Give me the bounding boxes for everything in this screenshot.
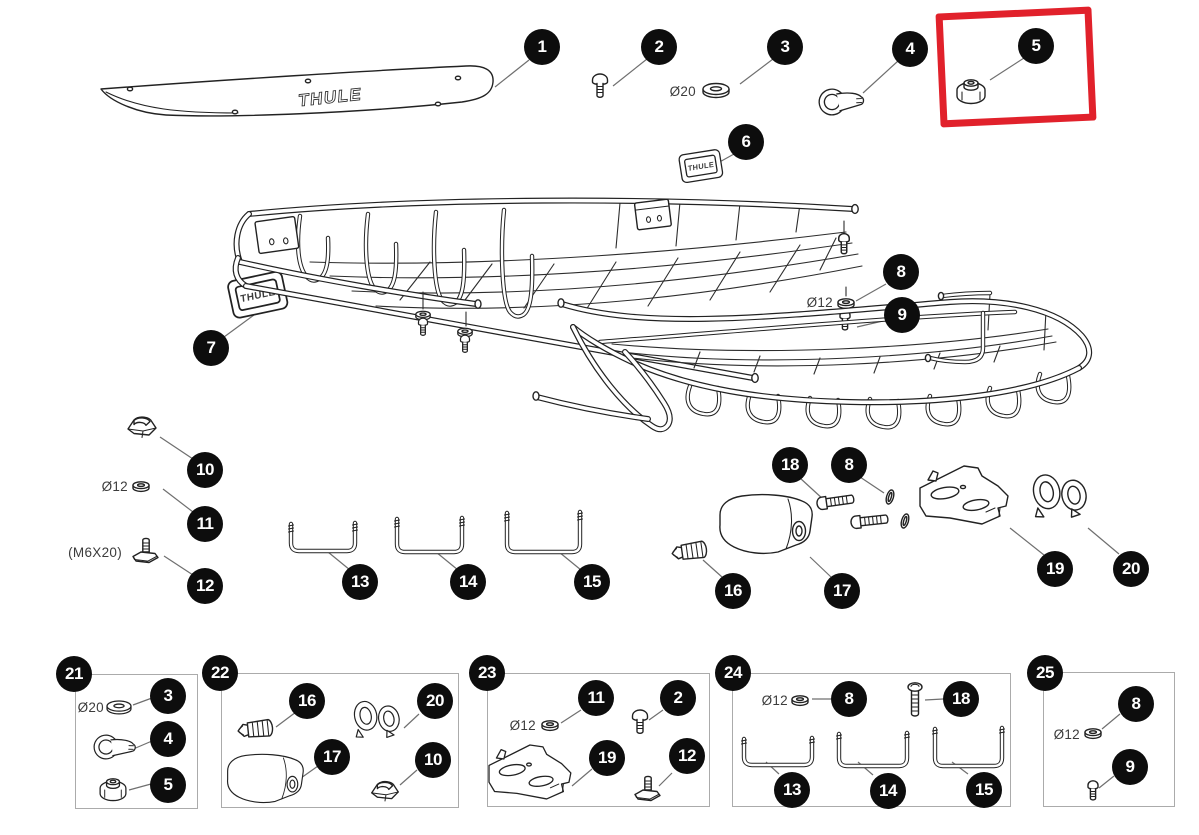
callout-16: 16 <box>715 573 751 609</box>
callout-kit-25: 25 <box>1027 655 1063 691</box>
callout-kit-21: 21 <box>56 656 92 692</box>
part-11-washer <box>132 481 150 493</box>
callout-1: 1 <box>524 29 560 65</box>
callout-kit22-17: 17 <box>314 739 350 775</box>
part-8-ring <box>884 488 896 506</box>
part-20-clamp <box>1026 466 1091 526</box>
part-18-screw <box>815 491 856 511</box>
part-6-badge-plate <box>677 148 724 184</box>
callout-kit-23: 23 <box>469 655 505 691</box>
callout-kit21-5: 5 <box>150 767 186 803</box>
size-label-d12-kit23: Ø12 <box>509 718 536 733</box>
size-label-d20-main: Ø20 <box>669 84 696 99</box>
callout-kit23-12: 12 <box>669 738 705 774</box>
size-label-d12-kit24: Ø12 <box>761 693 788 708</box>
part-13-ubolt <box>287 520 359 554</box>
part-3-washer <box>702 82 730 99</box>
size-label-m6x20: (M6X20) <box>68 545 122 560</box>
callout-kit23-2: 2 <box>660 680 696 716</box>
part-14-ubolt <box>393 515 466 555</box>
highlight-box <box>935 6 1097 128</box>
callout-13: 13 <box>342 564 378 600</box>
callout-kit24-18: 18 <box>943 681 979 717</box>
callout-7: 7 <box>193 330 229 366</box>
callout-kit23-11: 11 <box>578 680 614 716</box>
part-15-ubolt <box>503 509 584 555</box>
callout-11: 11 <box>187 506 223 542</box>
callout-kit25-9: 9 <box>1112 749 1148 785</box>
wind-fairing: THULE <box>100 65 494 117</box>
part-19-bracket <box>919 465 1009 525</box>
callout-kit24-15: 15 <box>966 772 1002 808</box>
callout-kit24-14: 14 <box>870 773 906 809</box>
cargo-basket-rear-section <box>532 290 1093 433</box>
callout-12: 12 <box>187 568 223 604</box>
size-label-d20-kit21: Ø20 <box>77 700 104 715</box>
callout-14: 14 <box>450 564 486 600</box>
callout-8b: 8 <box>831 447 867 483</box>
callout-6: 6 <box>728 124 764 160</box>
kit-box-23 <box>487 673 710 807</box>
callout-15: 15 <box>574 564 610 600</box>
callout-4: 4 <box>892 31 928 67</box>
callout-kit-22: 22 <box>202 655 238 691</box>
callout-kit23-19: 19 <box>589 740 625 776</box>
callout-18: 18 <box>772 447 808 483</box>
kit-box-21 <box>75 674 198 809</box>
callout-8: 8 <box>883 254 919 290</box>
callout-9: 9 <box>884 297 920 333</box>
part-8-ring <box>899 512 911 530</box>
callout-kit22-16: 16 <box>289 683 325 719</box>
callout-5: 5 <box>1018 28 1054 64</box>
callout-3: 3 <box>767 29 803 65</box>
callout-kit24-13: 13 <box>774 772 810 808</box>
callout-kit21-4: 4 <box>150 721 186 757</box>
callout-kit24-8: 8 <box>831 681 867 717</box>
part-4-clamp <box>815 81 866 119</box>
part-16-plug <box>670 540 709 563</box>
cargo-basket-front-section <box>232 197 863 384</box>
callout-kit25-8: 8 <box>1118 686 1154 722</box>
part-12-tbolt <box>132 537 159 564</box>
kit-box-24 <box>732 673 1011 807</box>
part-7-badge-plate <box>226 269 290 320</box>
callout-17: 17 <box>824 573 860 609</box>
kit-box-22 <box>221 673 459 808</box>
part-17-endcap <box>719 493 813 555</box>
callout-2: 2 <box>641 29 677 65</box>
callout-kit21-3: 3 <box>150 678 186 714</box>
size-label-d12-part11: Ø12 <box>101 479 128 494</box>
callout-kit22-10: 10 <box>415 742 451 778</box>
size-label-d12-kit25: Ø12 <box>1053 727 1080 742</box>
fairing-brand-text: THULE <box>298 84 363 111</box>
callout-19: 19 <box>1037 551 1073 587</box>
callout-kit-24: 24 <box>715 655 751 691</box>
callout-kit22-20: 20 <box>417 683 453 719</box>
callout-10: 10 <box>187 452 223 488</box>
size-label-d12-part8: Ø12 <box>806 295 833 310</box>
callout-20: 20 <box>1113 551 1149 587</box>
part-2-screw <box>591 73 609 99</box>
part-18-screw <box>849 511 890 530</box>
kit-box-25 <box>1043 672 1175 807</box>
part-10-clamp <box>127 416 157 439</box>
